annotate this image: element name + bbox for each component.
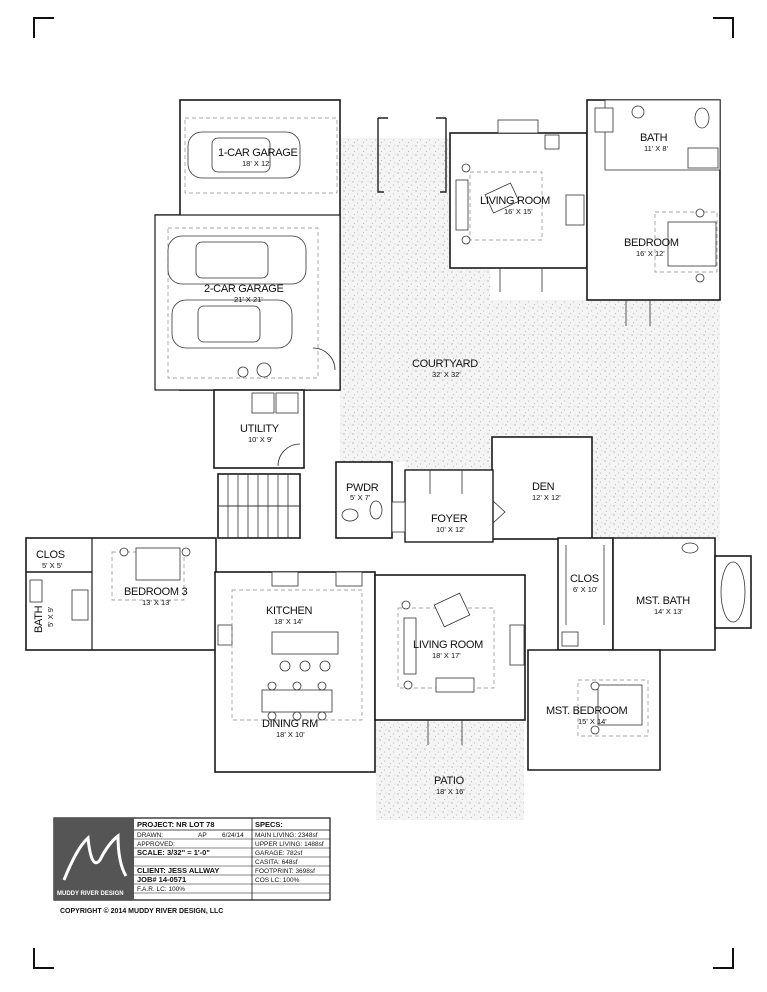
logo-mark	[62, 832, 128, 881]
den	[491, 436, 593, 540]
dining-size: 18' X 10'	[276, 730, 305, 739]
garage2-name: 2-CAR GARAGE	[204, 283, 284, 295]
mst-bedroom-size: 15' X 14'	[578, 717, 607, 726]
living-guest-name: LIVING ROOM	[480, 195, 550, 207]
bath-guest-name: BATH	[640, 132, 668, 144]
courtyard-size: 32' X 32'	[432, 370, 461, 379]
kitchen-name: KITCHEN	[266, 605, 313, 617]
den-name: DEN	[532, 481, 555, 493]
bath3-name: BATH	[33, 605, 45, 633]
bedroom3-name: BEDROOM 3	[124, 586, 187, 598]
clos-mst-name: CLOS	[570, 573, 599, 585]
tb-upper-living: UPPER LIVING: 1488sf	[255, 841, 324, 848]
bath3-size: 5' X 9'	[46, 606, 55, 627]
room-labels: 1-CAR GARAGE 18' X 12' 2-CAR GARAGE 21' …	[33, 132, 691, 796]
mst-bedroom-name: MST. BEDROOM	[546, 705, 627, 717]
living-main-name: LIVING ROOM	[413, 639, 483, 651]
master-suite	[527, 537, 752, 771]
clos3-name: CLOS	[36, 549, 65, 561]
tb-approved-label: APPROVED:	[137, 841, 175, 848]
tb-drawn-by: AP	[198, 832, 207, 839]
den-size: 12' X 12'	[532, 493, 561, 502]
tb-drawn-label: DRAWN:	[137, 832, 163, 839]
car-1	[187, 131, 301, 179]
tb-cos: COS LC: 100%	[255, 877, 300, 884]
garage-block	[154, 99, 341, 391]
bath-guest-size: 11' X 8'	[644, 144, 669, 153]
tb-far: F.A.R. LC: 100%	[137, 886, 185, 893]
patio-name: PATIO	[434, 775, 465, 787]
tb-main-living: MAIN LIVING: 2348sf	[255, 832, 318, 839]
patio-area	[376, 722, 524, 820]
crop-marks	[33, 17, 734, 969]
tb-drawn-date: 6/24/14	[222, 832, 244, 839]
title-block: MUDDY RIVER DESIGN PROJECT: NR LOT 78 DR…	[53, 817, 331, 901]
mst-bath-size: 14' X 13'	[654, 607, 683, 616]
garage1-name: 1-CAR GARAGE	[218, 147, 298, 159]
bedroom-guest-name: BEDROOM	[624, 237, 679, 249]
gate-posts	[377, 117, 447, 193]
clos-mst-size: 6' X 10'	[573, 585, 598, 594]
powder-room	[335, 461, 393, 539]
tb-project: PROJECT: NR LOT 78	[137, 820, 215, 829]
car-3	[171, 299, 293, 349]
patio-size: 18' X 16'	[436, 787, 465, 796]
tb-specs: SPECS:	[255, 820, 283, 829]
living-guest-size: 16' X 15'	[504, 207, 533, 216]
tb-scale: SCALE: 3/32" = 1'-0"	[137, 848, 210, 857]
garage1-size: 18' X 12'	[242, 159, 271, 168]
guest-casita	[449, 99, 721, 326]
foyer	[391, 469, 494, 543]
pwdr-name: PWDR	[346, 482, 379, 494]
foyer-size: 10' X 12'	[436, 525, 465, 534]
utility-name: UTILITY	[240, 423, 280, 435]
courtyard-area	[340, 138, 720, 820]
tb-footprint: FOOTPRINT: 3698sf	[255, 868, 315, 875]
main-living	[374, 574, 526, 745]
pwdr-size: 5' X 7'	[350, 493, 371, 502]
utility-block	[213, 389, 305, 469]
copyright-text: COPYRIGHT © 2014 MUDDY RIVER DESIGN, LLC	[60, 907, 223, 915]
tb-client: CLIENT: JESS ALLWAY	[137, 866, 219, 875]
logo-text: MUDDY RIVER DESIGN	[57, 891, 124, 897]
logo-box	[54, 818, 134, 900]
tb-job: JOB# 14-0571	[137, 875, 186, 884]
garage2-size: 21' X 21'	[234, 295, 263, 304]
bedroom-guest-size: 16' X 12'	[636, 249, 665, 258]
living-main-size: 18' X 17'	[432, 651, 461, 660]
utility-size: 10' X 9'	[248, 435, 273, 444]
stairs	[217, 473, 301, 539]
clos3-size: 5' X 5'	[42, 561, 63, 570]
bedroom3-size: 13' X 13'	[142, 598, 171, 607]
tb-garage: GARAGE: 782sf	[255, 850, 303, 857]
dining-name: DINING RM	[262, 718, 318, 730]
kitchen-dining	[214, 571, 376, 773]
kitchen-size: 18' X 14'	[274, 617, 303, 626]
mst-bath-name: MST. BATH	[636, 595, 690, 607]
car-2	[167, 235, 307, 285]
bedroom3-wing	[25, 537, 217, 651]
courtyard-name: COURTYARD	[412, 358, 478, 370]
foyer-name: FOYER	[431, 513, 468, 525]
tb-casita: CASITA: 648sf	[255, 859, 298, 866]
